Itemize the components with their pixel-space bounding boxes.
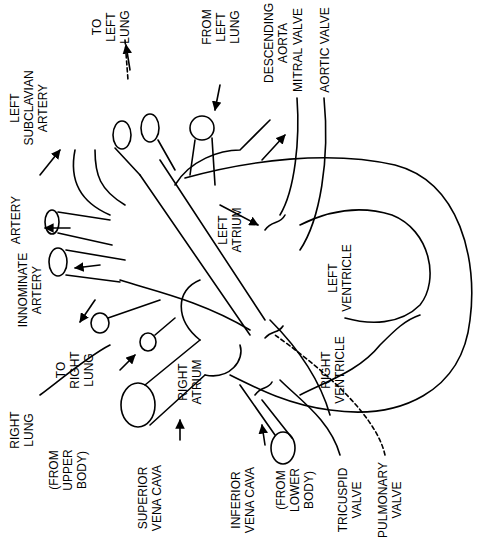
part-label: TRICUSPID VALVE (336, 463, 364, 538)
part-label: MITRAL VALVE (291, 4, 305, 96)
part-label: LEFT ATRIUM (216, 205, 244, 255)
part-label: AORTIC VALVE (318, 4, 332, 96)
part-label: RIGHT VENTRICLE (319, 335, 347, 405)
part-label: ARTERY (9, 195, 23, 245)
part-label: DESCENDING AORTA (262, 3, 290, 83)
part-label: LEFT SUBCLAVIAN ARTERY (8, 66, 50, 150)
part-label: TO LEFT LUNG (90, 7, 132, 47)
part-label: RIGHT ATRIUM (176, 355, 204, 410)
part-label: (FROM LOWER BODY) (274, 462, 316, 518)
part-label: (FROM UPPER BODY) (47, 442, 89, 498)
part-label: FROM LEFT LUNG (200, 7, 242, 47)
part-label: INFERIOR VENA CAVA (229, 460, 257, 540)
part-label: RIGHT LUNG (8, 405, 36, 455)
part-label: TO RIGHT LUNG (54, 345, 96, 395)
part-label: INNOMINATE ARTERY (16, 250, 44, 330)
part-label: PULMONARY VALVE (376, 460, 404, 540)
part-label: SUPERIOR VENA CAVA (136, 458, 164, 538)
part-label: LEFT VENTRICLE (326, 243, 354, 313)
